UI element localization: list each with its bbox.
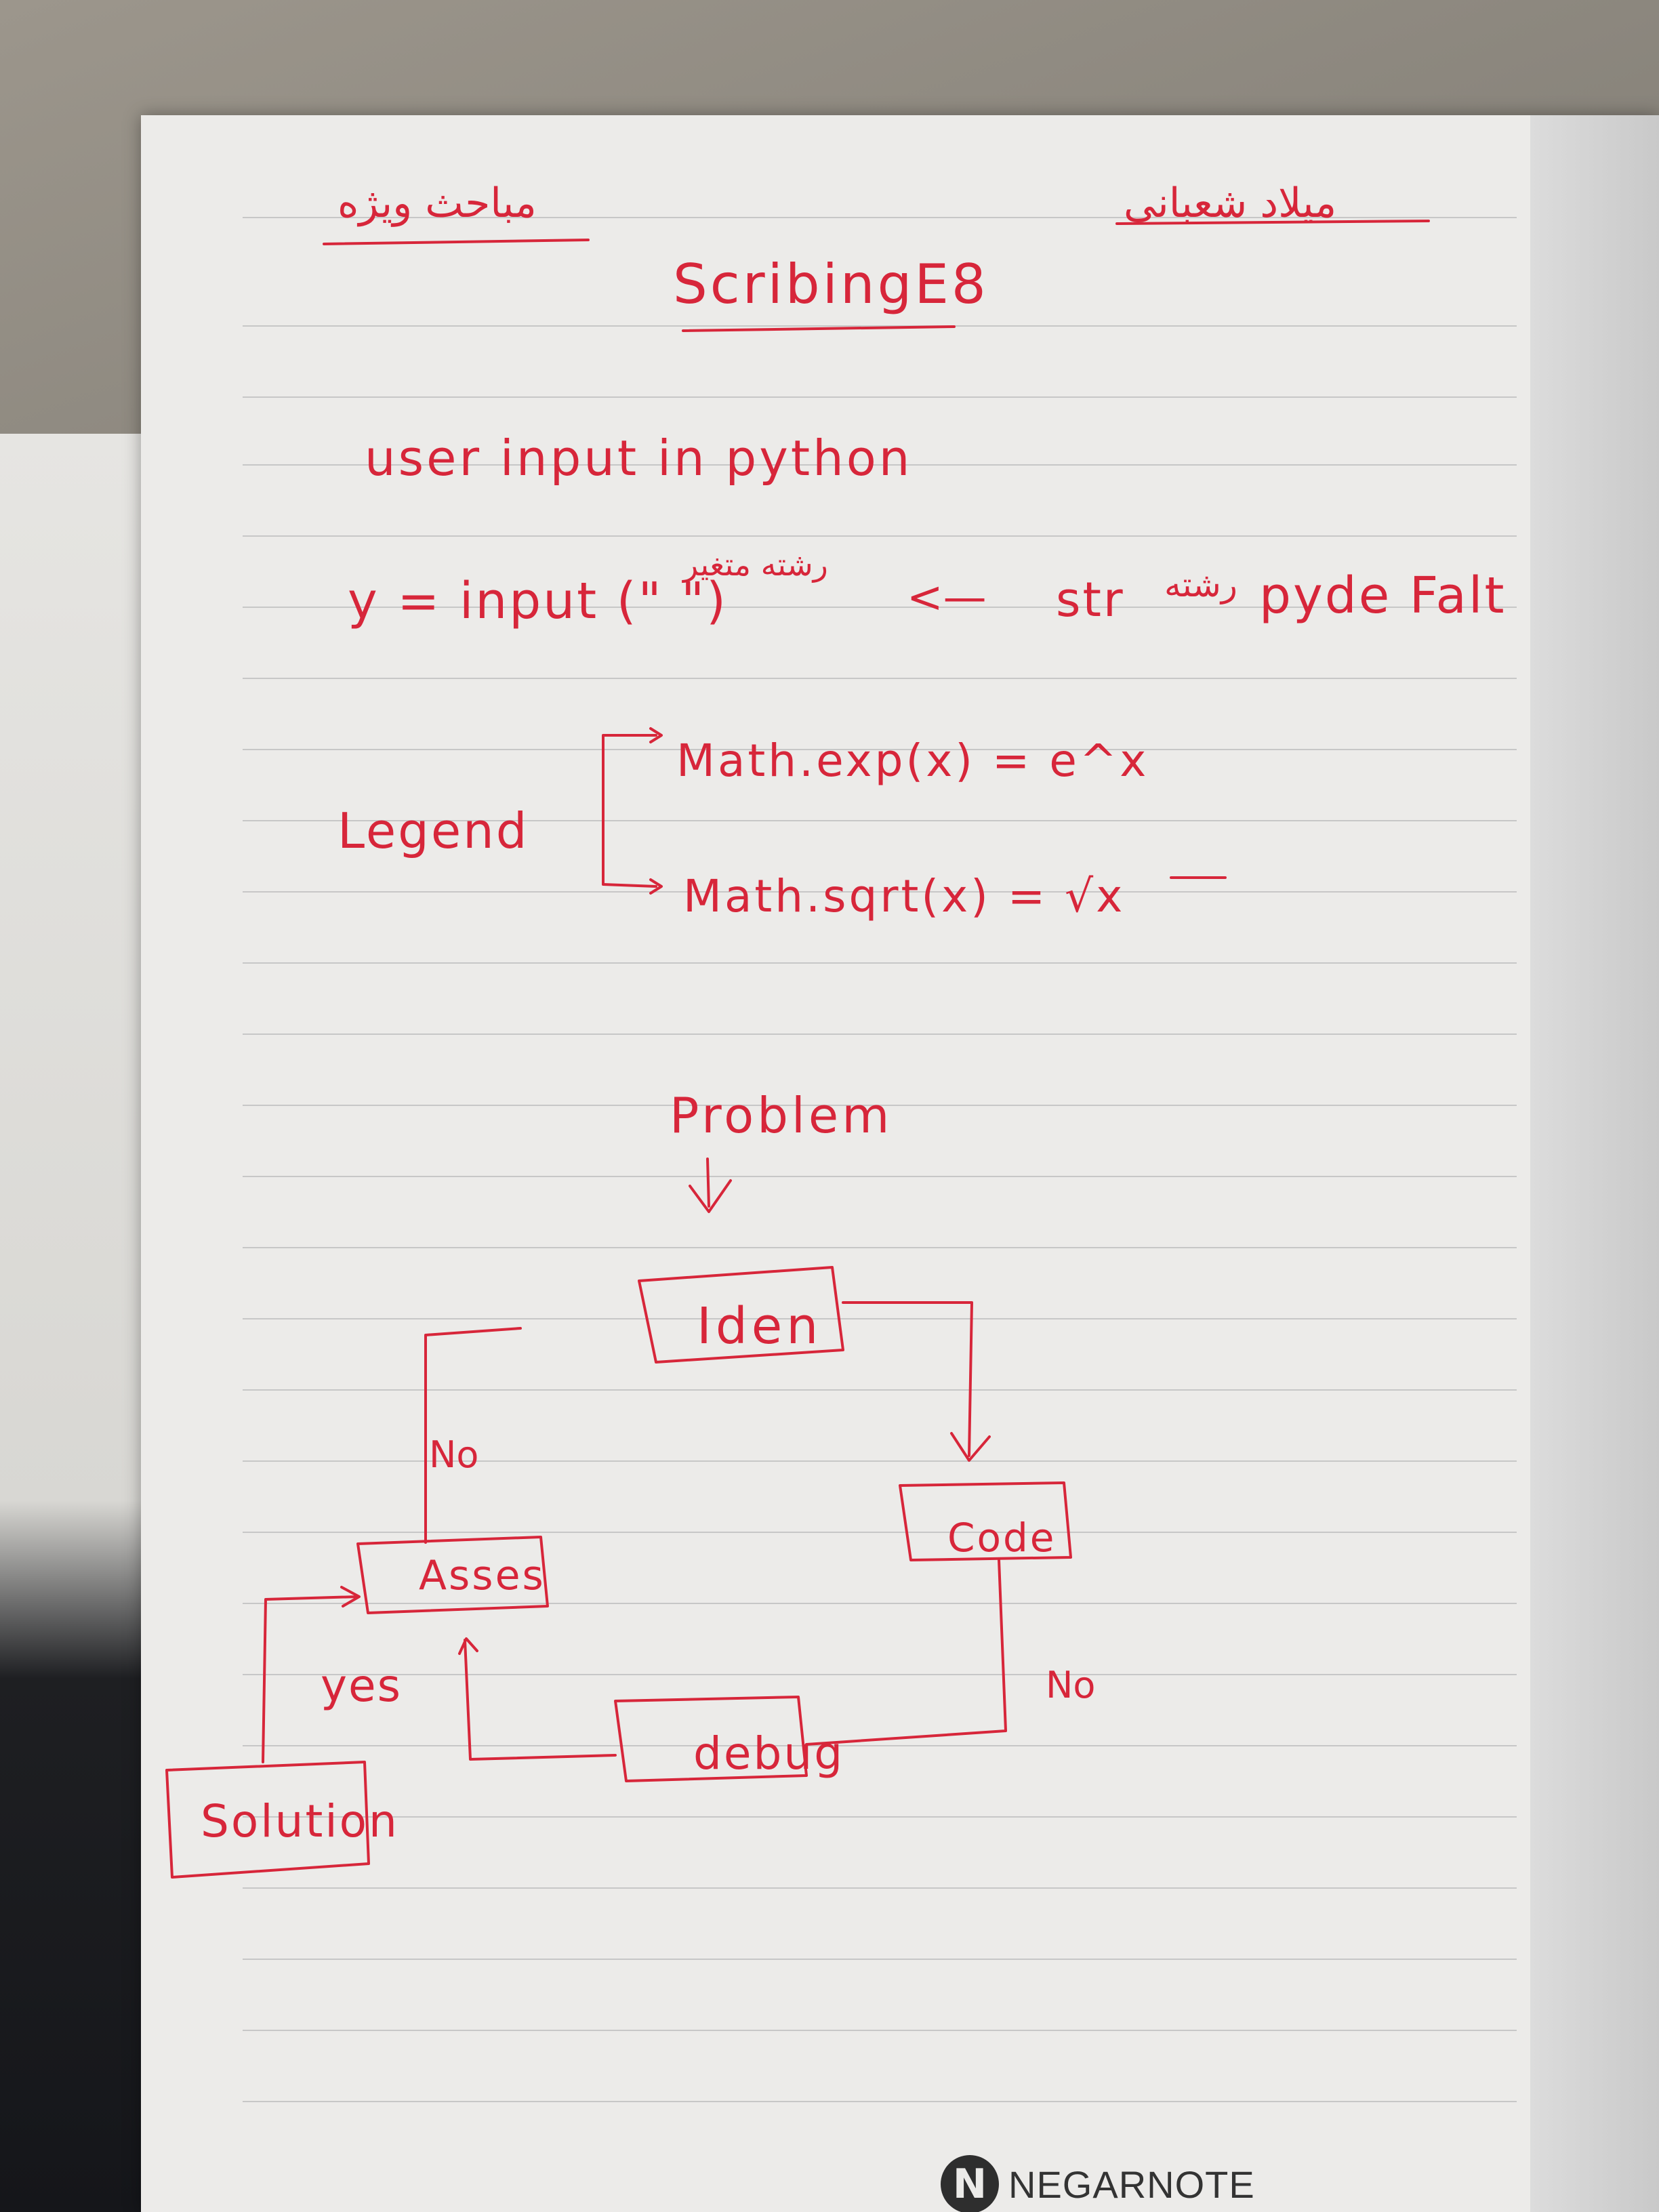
header-right-persian: میلاد شعبانی	[1124, 180, 1337, 227]
arrow-code-debug	[805, 1559, 1007, 1746]
flow-label-yes: yes	[321, 1660, 403, 1712]
ruled-line	[243, 1176, 1517, 1177]
flow-label-no-left: No	[429, 1433, 479, 1476]
flow-node-asses: Asses	[419, 1552, 546, 1599]
ruled-line	[243, 607, 1517, 608]
negarnote-logo-icon: N	[941, 2155, 999, 2212]
ruled-line	[243, 749, 1517, 750]
box-code	[899, 1481, 1072, 1561]
binder-hole	[1571, 2031, 1626, 2084]
flow-label-no-right: No	[1046, 1664, 1096, 1706]
ruled-line	[243, 962, 1517, 964]
binder-hole	[1571, 1643, 1626, 1696]
note-line-user-input: user input in python	[365, 430, 913, 487]
ruled-line	[243, 1887, 1517, 1889]
brand-name: NEGARNOTE	[1008, 2163, 1255, 2206]
arrow-asses-iden	[424, 1327, 522, 1544]
ruled-line	[243, 535, 1517, 537]
ruled-line	[243, 678, 1517, 679]
binder-hole	[1571, 1740, 1626, 1793]
ruled-line	[243, 1959, 1517, 1960]
ruled-line	[243, 1033, 1517, 1035]
ruled-line	[243, 1389, 1517, 1391]
legend-item-sqrt: Math.sqrt(x) = √x	[683, 870, 1126, 922]
binder-hole	[1571, 1159, 1626, 1212]
note-arrow: <—	[907, 573, 987, 623]
ruled-line	[243, 891, 1517, 893]
note-persian-default: رشته	[1164, 565, 1237, 605]
title-underline	[682, 325, 956, 332]
legend-item-exp: Math.exp(x) = e^x	[676, 735, 1149, 787]
binder-hole	[1571, 577, 1626, 630]
flow-node-problem: Problem	[670, 1087, 893, 1144]
box-debug	[614, 1696, 808, 1782]
arrow-problem-iden	[689, 1158, 732, 1213]
arrow-solution-asses	[262, 1586, 361, 1763]
ruled-line	[243, 820, 1517, 821]
flow-node-debug: debug	[693, 1727, 845, 1780]
ruled-line	[243, 1460, 1517, 1462]
header-left-persian: مباحث ویژه	[337, 180, 537, 227]
ruled-line	[243, 1532, 1517, 1533]
ruled-line	[243, 1318, 1517, 1319]
ruled-line	[243, 2101, 1517, 2102]
ruled-line	[243, 1816, 1517, 1818]
flow-node-iden: Iden	[697, 1297, 823, 1355]
note-persian-quote: رشته متغیر	[683, 546, 828, 583]
arrow-debug-asses	[458, 1637, 617, 1761]
binder-holes	[1571, 190, 1639, 2128]
binder-hole	[1571, 1256, 1626, 1309]
binder-hole	[1571, 965, 1626, 1018]
box-iden	[638, 1266, 844, 1364]
binder-hole	[1571, 480, 1626, 533]
ruled-line	[243, 1603, 1517, 1604]
note-type-str: str	[1056, 572, 1125, 628]
binder-hole	[1571, 1062, 1626, 1115]
brand-logo: N NEGARNOTE	[941, 2155, 1255, 2212]
ruled-line	[243, 464, 1517, 466]
header-underline-right	[1115, 220, 1430, 225]
binder-hole	[1571, 287, 1626, 340]
pen-strokes	[165, 220, 1430, 1879]
note-code-input: y = input (" ")	[348, 572, 729, 630]
ruled-line	[243, 1105, 1517, 1106]
binder-hole	[1571, 771, 1626, 824]
legend-bracket	[602, 727, 663, 895]
header-underline-left	[323, 239, 590, 245]
legend-label: Legend	[337, 802, 529, 859]
ruled-line	[243, 1247, 1517, 1248]
binder-hole	[1571, 1934, 1626, 1987]
box-asses	[356, 1536, 549, 1614]
binder-hole	[1571, 190, 1626, 243]
binder-hole	[1571, 868, 1626, 921]
ruled-line	[243, 396, 1517, 398]
ruled-line	[243, 217, 1517, 218]
binder-hole	[1571, 1837, 1626, 1890]
binder-hole	[1571, 1353, 1626, 1406]
binder-hole	[1571, 1547, 1626, 1599]
flow-node-code: Code	[947, 1515, 1057, 1561]
flow-node-solution: Solution	[201, 1795, 399, 1847]
ruled-line	[243, 325, 1517, 327]
arrow-iden-code	[842, 1301, 991, 1462]
binder-hole	[1571, 1450, 1626, 1502]
ruled-line	[243, 1674, 1517, 1675]
binder-hole	[1571, 674, 1626, 727]
binder-hole	[1571, 384, 1626, 436]
page-title: ScribingE8	[673, 253, 989, 316]
ruled-line	[243, 1745, 1517, 1746]
notebook-page: مباحث ویژه میلاد شعبانی ScribingE8 user …	[141, 115, 1659, 2212]
note-default-suffix: pyde Falt	[1259, 567, 1507, 625]
ruled-line	[243, 2030, 1517, 2031]
box-solution	[165, 1761, 370, 1879]
